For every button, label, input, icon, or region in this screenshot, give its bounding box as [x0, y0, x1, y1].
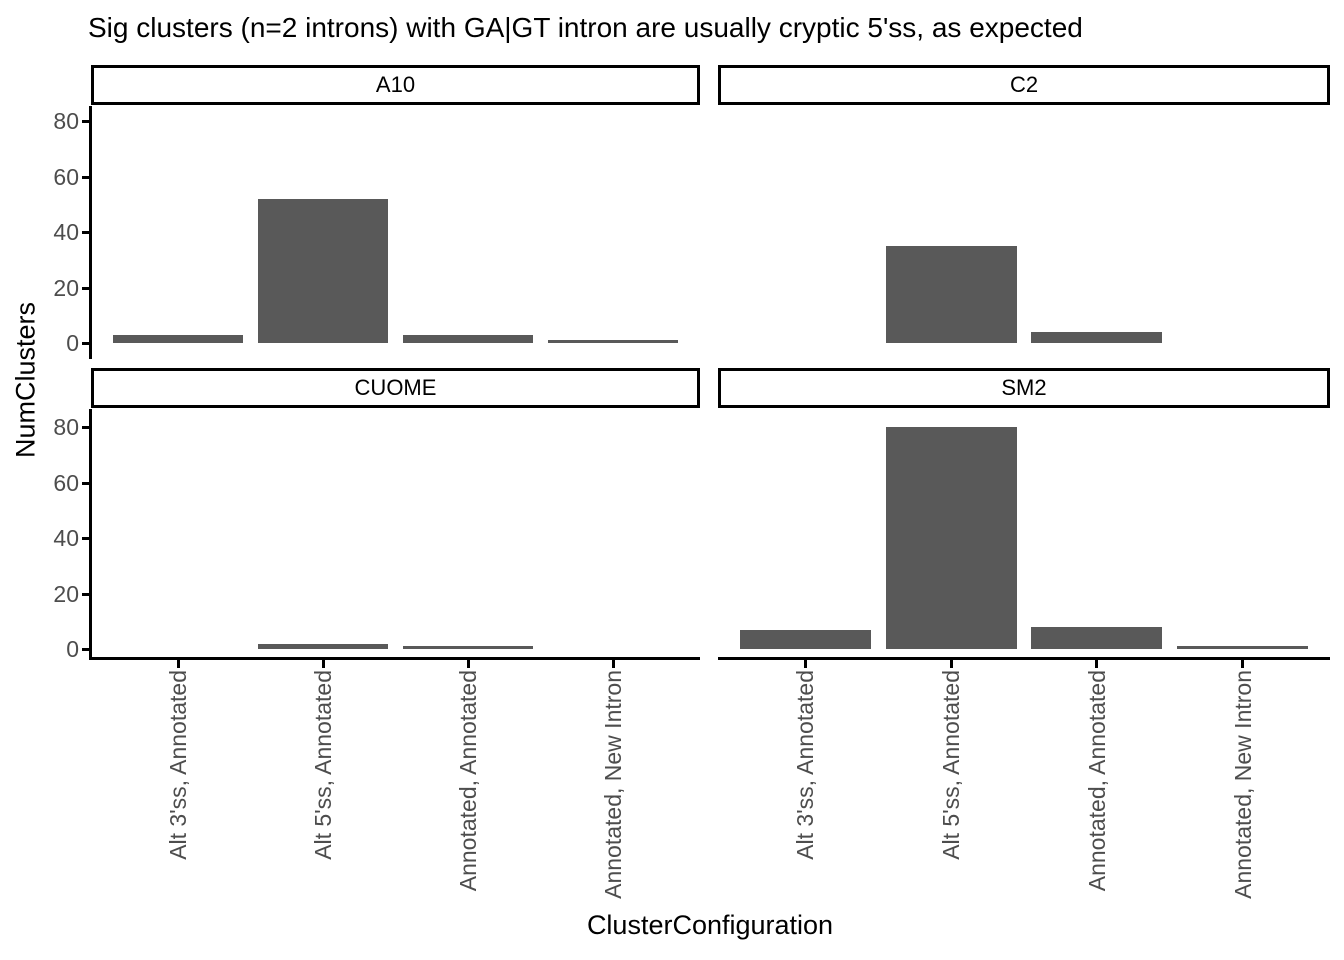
bar-c2-2: [885, 246, 1017, 344]
bar-sm2-1: [739, 629, 871, 649]
bar-a10-3: [402, 334, 534, 343]
y-tick-label: 20: [53, 274, 79, 301]
y-tick: [82, 231, 90, 235]
y-tick: [82, 286, 90, 290]
y-tick: [82, 648, 90, 651]
x-tick: [176, 660, 180, 668]
chart-title: Sig clusters (n=2 introns) with GA|GT in…: [88, 12, 1083, 43]
facet-strip-a10: A10: [91, 65, 700, 105]
y-tick-label: 20: [53, 580, 79, 607]
bar-cuome-2: [257, 643, 389, 649]
y-tick-label: 0: [66, 330, 79, 356]
y-tick-label: 60: [53, 469, 79, 496]
y-tick-label: 40: [53, 219, 79, 246]
x-tick: [1241, 660, 1245, 668]
x-axis-title: ClusterConfiguration: [586, 910, 834, 940]
y-tick: [82, 175, 90, 179]
x-tick-label: Alt 3'ss, Annotated: [165, 670, 191, 860]
bar-cuome-3: [402, 646, 534, 649]
bar-sm2-2: [885, 427, 1017, 649]
x-tick: [949, 660, 953, 668]
x-tick: [466, 660, 470, 668]
y-tick-label: 60: [53, 163, 79, 190]
facet-strip-cuome: CUOME: [91, 368, 700, 408]
bar-sm2-4: [1177, 646, 1309, 649]
y-tick: [82, 120, 90, 124]
x-tick: [1095, 660, 1099, 668]
bar-a10-4: [547, 340, 679, 343]
y-tick: [82, 342, 90, 345]
x-tick-label: Annotated, Annotated: [455, 670, 481, 892]
x-tick: [611, 660, 615, 668]
y-tick: [82, 481, 90, 485]
bar-sm2-3: [1031, 626, 1163, 649]
y-tick: [82, 537, 90, 541]
bar-a10-1: [112, 334, 244, 343]
x-tick-label: Alt 5'ss, Annotated: [310, 670, 336, 860]
x-axis-line: [718, 657, 1330, 660]
y-tick-label: 80: [53, 108, 79, 135]
bar-a10-2: [257, 199, 389, 343]
x-tick: [321, 660, 325, 668]
y-tick-label: 0: [66, 636, 79, 662]
x-tick-label: Annotated, New Intron: [600, 670, 626, 899]
y-axis-line: [89, 409, 92, 660]
x-tick-label: Annotated, New Intron: [1229, 670, 1256, 899]
y-tick-label: 80: [53, 414, 79, 441]
x-tick: [803, 660, 807, 668]
facet-strip-sm2: SM2: [718, 368, 1330, 408]
facet-strip-c2: C2: [718, 65, 1330, 105]
y-axis-line: [89, 106, 92, 359]
x-axis-line: [91, 657, 700, 660]
y-tick: [82, 592, 90, 596]
y-tick: [82, 426, 90, 430]
x-tick-label: Alt 3'ss, Annotated: [792, 670, 819, 860]
bar-c2-3: [1031, 331, 1163, 343]
y-tick-label: 40: [53, 525, 79, 552]
x-tick-label: Alt 5'ss, Annotated: [938, 670, 965, 860]
x-tick-label: Annotated, Annotated: [1083, 670, 1110, 892]
